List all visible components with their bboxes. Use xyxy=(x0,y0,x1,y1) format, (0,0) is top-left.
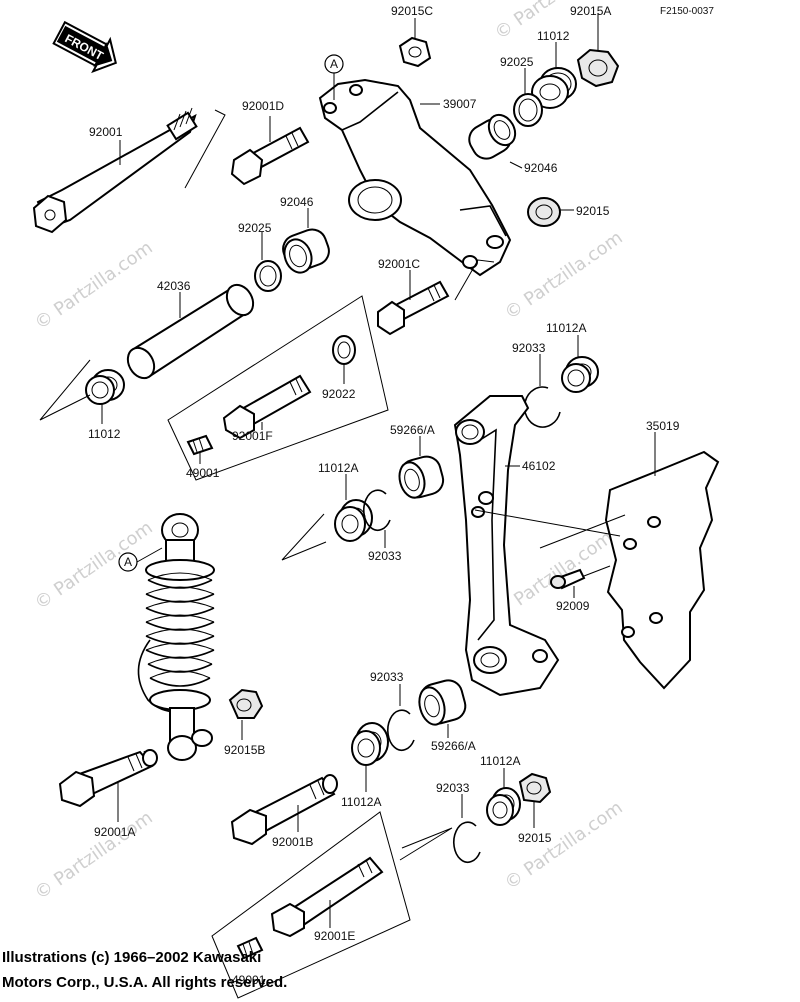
watermark: © Partzilla.com xyxy=(31,807,157,904)
leader-line xyxy=(281,513,327,561)
part-label-11012A[interactable]: 11012A xyxy=(341,795,381,809)
front-direction-arrow: FRONT xyxy=(52,20,117,74)
drawing-code: F2150-0037 xyxy=(660,6,714,17)
grease-nipple-49001-bottom xyxy=(236,936,264,960)
nut-92015C xyxy=(398,36,432,68)
bolt-92001 xyxy=(32,107,198,234)
circlip-92033-left xyxy=(363,489,391,531)
washer-92022 xyxy=(332,335,356,365)
part-label-92046[interactable]: 92046 xyxy=(524,161,558,175)
rocker-arm-39007 xyxy=(318,78,512,277)
bolt-92001C xyxy=(377,280,450,336)
copyright-notice: Illustrations (c) 1966–2002 Kawasaki Mot… xyxy=(2,949,287,991)
ring-92025-left xyxy=(254,260,282,292)
watermark: © Partzilla.com xyxy=(501,227,627,324)
leader-line xyxy=(399,827,453,861)
callout-a-mid: A xyxy=(118,547,163,572)
part-label-92022[interactable]: 92022 xyxy=(322,387,356,401)
copyright-line-1: Illustrations (c) 1966–2002 Kawasaki xyxy=(2,949,261,966)
part-label-11012[interactable]: 11012 xyxy=(537,29,570,43)
part-label-92001F[interactable]: 92001F xyxy=(232,429,273,443)
part-label-92009[interactable]: 92009 xyxy=(556,599,590,613)
leader-line xyxy=(39,359,91,421)
part-label-92001C[interactable]: 92001C xyxy=(378,257,420,271)
part-label-46102[interactable]: 46102 xyxy=(522,459,556,473)
part-labels: 92015C 92015A 11012 92025 39007 92046 92… xyxy=(88,4,680,987)
leader-line xyxy=(184,109,226,189)
leader-line xyxy=(454,259,495,301)
callout-letter: A xyxy=(330,57,338,71)
part-label-92001E[interactable]: 92001E xyxy=(314,929,355,943)
part-label-92001D[interactable]: 92001D xyxy=(242,99,284,113)
part-label-92033[interactable]: 92033 xyxy=(512,341,546,355)
nut-92015A xyxy=(576,48,620,88)
part-label-49001[interactable]: 49001 xyxy=(232,973,266,987)
callout-letter: A xyxy=(124,555,132,569)
part-label-92001[interactable]: 92001 xyxy=(89,125,123,139)
part-label-49001[interactable]: 49001 xyxy=(186,466,220,480)
part-label-35019[interactable]: 35019 xyxy=(646,419,680,433)
watermark: © Partzilla.com xyxy=(31,237,157,334)
sleeve-42036 xyxy=(126,283,255,380)
bearing-11012-left xyxy=(85,369,125,405)
cover-plate-35019 xyxy=(604,450,720,690)
part-label-92015[interactable]: 92015 xyxy=(576,204,610,218)
part-label-39007[interactable]: 39007 xyxy=(443,97,477,111)
part-label-11012A[interactable]: 11012A xyxy=(480,754,520,768)
part-label-92001B[interactable]: 92001B xyxy=(272,835,313,849)
leader-line xyxy=(474,509,621,537)
part-label-92025[interactable]: 92025 xyxy=(238,221,272,235)
shock-absorber xyxy=(137,513,215,761)
sub-assembly-box-bottom xyxy=(211,811,411,999)
tie-rod-46102 xyxy=(453,395,560,697)
grease-nipple-49001-top xyxy=(186,434,214,456)
nut-92015B xyxy=(228,688,264,719)
part-label-92025[interactable]: 92025 xyxy=(500,55,534,69)
part-label-92015B[interactable]: 92015B xyxy=(224,743,265,757)
sub-assembly-box-top xyxy=(167,295,389,481)
part-label-92001A[interactable]: 92001A xyxy=(94,825,135,839)
ring-92025-top xyxy=(513,93,543,127)
part-label-59266A[interactable]: 59266/A xyxy=(390,423,435,437)
watermark: © Partzilla.com xyxy=(501,797,627,894)
part-label-11012A[interactable]: 11012A xyxy=(318,461,358,475)
bolt-92001F xyxy=(222,374,312,440)
part-label-42036[interactable]: 42036 xyxy=(157,279,191,293)
nut-92015-top xyxy=(527,197,561,227)
bolt-92001B xyxy=(230,774,338,846)
bushing-59266A-low xyxy=(418,679,467,726)
leader-line xyxy=(583,565,611,577)
part-label-11012[interactable]: 11012 xyxy=(88,427,121,441)
needle-bearing-92046-right xyxy=(468,113,517,160)
part-label-92015C[interactable]: 92015C xyxy=(391,4,433,18)
watermark: © Partzilla.com xyxy=(31,517,157,614)
copyright-line-2: Motors Corp., U.S.A. All rights reserved… xyxy=(2,974,287,991)
bearing-11012-top xyxy=(531,67,577,109)
bolt-92001A xyxy=(58,749,158,808)
circlip-92033-mid xyxy=(523,386,561,428)
callout-a-top: A xyxy=(324,54,344,100)
part-label-92033[interactable]: 92033 xyxy=(436,781,470,795)
bearing-11012A-mid xyxy=(561,356,599,393)
bolt-92001D xyxy=(230,126,310,186)
nut-92015-low xyxy=(518,772,552,804)
bushing-59266A-top xyxy=(398,455,445,499)
leader-line xyxy=(509,161,523,169)
part-label-92046[interactable]: 92046 xyxy=(280,195,314,209)
part-label-92033[interactable]: 92033 xyxy=(370,670,404,684)
bolt-92001E xyxy=(270,856,384,938)
circlip-92033-bottom xyxy=(453,821,481,863)
needle-bearing-92046-left xyxy=(282,228,330,274)
part-label-92015[interactable]: 92015 xyxy=(518,831,552,845)
bearing-11012A-right xyxy=(486,787,521,826)
part-label-92015A[interactable]: 92015A xyxy=(570,4,611,18)
bearing-11012A-low xyxy=(351,722,389,766)
part-label-59266A[interactable]: 59266/A xyxy=(431,739,476,753)
part-label-11012A[interactable]: 11012A xyxy=(546,321,586,335)
circlip-92033-low xyxy=(387,709,415,751)
screw-92009 xyxy=(550,568,586,590)
part-label-92033[interactable]: 92033 xyxy=(368,549,402,563)
leader-line xyxy=(539,514,626,549)
